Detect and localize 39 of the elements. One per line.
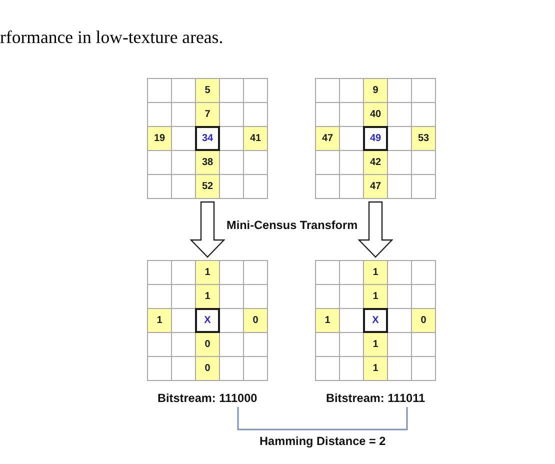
center-cell: X [195,308,220,333]
grid-cell: 19 [148,127,171,150]
grid-cell: 0 [244,309,267,332]
grid-cell: 41 [244,127,267,150]
grid-cell: 1 [148,309,171,332]
grid-cell: 53 [412,127,435,150]
grid-cell: 0 [412,309,435,332]
grid-cell: 1 [364,285,387,308]
transform-label: Mini-Census Transform [226,218,358,232]
pixel-grid [147,260,268,381]
grid-cell: 52 [196,175,219,198]
grid-cell: 1 [364,261,387,284]
bitstream-label: Bitstream: 111000 [158,391,258,405]
grid-cell: 1 [364,357,387,380]
body-text: rformance in low-texture areas. [0,27,224,47]
grid-cell: 38 [196,151,219,174]
grid-cell: 47 [364,175,387,198]
grid-cell: 5 [196,79,219,102]
center-cell: 49 [363,126,388,151]
pixel-grid [147,78,268,199]
grid-cell: 0 [196,357,219,380]
grid-cell: 42 [364,151,387,174]
grid-cell: 1 [196,261,219,284]
bitstream-label: Bitstream: 111011 [326,391,426,405]
pixel-grid [315,260,436,381]
grid-cell: 1 [364,333,387,356]
center-cell: X [363,308,388,333]
pixel-grid [315,78,436,199]
grid-cell: 7 [196,103,219,126]
grid-cell: 1 [316,309,339,332]
center-cell: 34 [195,126,220,151]
block-arrow [358,201,394,258]
distance-label: Hamming Distance = 2 [260,434,386,448]
grid-cell: 1 [196,285,219,308]
block-arrow [190,201,226,258]
grid-cell: 47 [316,127,339,150]
grid-cell: 40 [364,103,387,126]
grid-cell: 9 [364,79,387,102]
grid-cell: 0 [196,333,219,356]
